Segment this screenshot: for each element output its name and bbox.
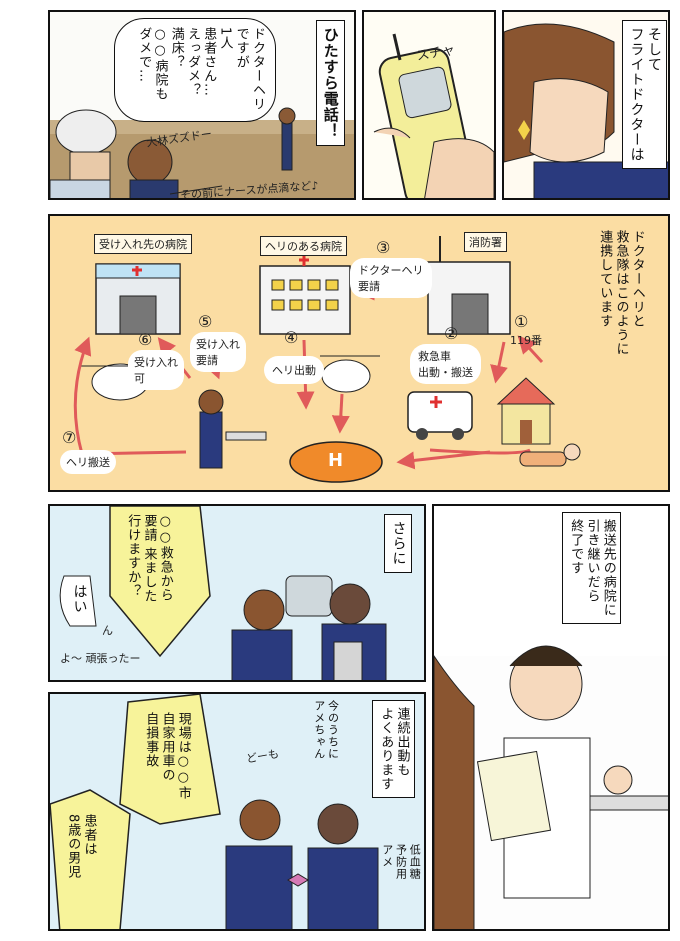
- step-1-number: ①: [514, 312, 529, 331]
- speech-patient: 患者は 8歳の男児: [65, 814, 97, 880]
- panel-phone-calls: ひたすら電話！ ドクターヘリ ですが 1人 患者さん… えっダメ？ 満床？ ○○…: [48, 10, 356, 200]
- step-3-number: ③: [376, 238, 391, 257]
- caption-consecutive: 連続出動も よくあります: [372, 700, 415, 798]
- note-candy: 今のうちに アメちゃん: [312, 700, 340, 760]
- step-2-number: ②: [444, 324, 459, 343]
- phone-illustration: [373, 33, 494, 198]
- note-corner: 低血糖 予防用 アメ: [380, 844, 422, 880]
- step-6-label: 受け入れ 可: [128, 350, 184, 390]
- ground-illustration: [50, 107, 354, 198]
- step-2-label: 救急車 出動・搬送: [410, 344, 481, 384]
- reply-hai: はい: [71, 584, 88, 614]
- step-7-number: ⑦: [62, 428, 77, 447]
- label-destination-hospital: 受け入れ先の病院: [94, 234, 192, 254]
- step-7-label: ヘリ搬送: [60, 450, 116, 474]
- speech-scene: 現場は○○市 自家用車の 自損事故: [143, 712, 191, 800]
- step-6-number: ⑥: [138, 330, 153, 349]
- step-4-number: ④: [284, 328, 299, 347]
- dispatch-illustration: [59, 506, 387, 680]
- speech-dispatch: ○○救急から 要請 来ました 行けますか？: [125, 514, 173, 604]
- doctor-portrait: [504, 23, 668, 198]
- panel-cooperation-diagram: 受け入れ先の病院 ヘリのある病院 消防署 ① 119番 ② 救急車 出動・搬送 …: [48, 214, 670, 492]
- label-heli-hospital: ヘリのある病院: [260, 236, 347, 256]
- panel-flight-doctor: そして フライトドクターは: [502, 10, 670, 200]
- handover-illustration: [434, 645, 668, 929]
- step-3-label: ドクターヘリ 要請: [350, 258, 432, 298]
- caption-cooperation: ドクターヘリと 救急隊はこのように 連携しています: [597, 230, 645, 356]
- note-n: ん: [102, 624, 113, 637]
- caption-flight-doctor: そして フライトドクターは: [622, 20, 667, 169]
- step-4-label: ヘリ出動: [264, 356, 324, 384]
- step-5-number: ⑤: [198, 312, 213, 331]
- panel-consecutive-dispatch: 現場は○○市 自家用車の 自損事故 患者は 8歳の男児 連続出動も よくあります…: [48, 692, 426, 931]
- helipad-symbol: H: [328, 450, 344, 471]
- caption-calls: ひたすら電話！: [316, 20, 345, 146]
- panel-dispatch-request: ○○救急から 要請 来ました 行けますか？ さらに はい ん よ〜 頑張ったー: [48, 504, 426, 682]
- panel-handover: 搬送先の病院に 引き継いだら 終了です: [432, 504, 670, 931]
- speech-phone: ドクターヘリ ですが 1人 患者さん… えっダメ？ 満床？ ○○病院も ダメで…: [114, 18, 276, 122]
- panel-phone-handset: スチャ: [362, 10, 496, 200]
- consecutive-illustration: [50, 694, 379, 929]
- caption-sarani: さらに: [384, 514, 412, 573]
- step-1-label: 119番: [510, 334, 542, 347]
- note-ganbatta: よ〜 頑張ったー: [60, 652, 141, 665]
- caption-handover: 搬送先の病院に 引き継いだら 終了です: [562, 512, 621, 624]
- label-fire-station: 消防署: [464, 232, 507, 252]
- step-5-label: 受け入れ 要請: [190, 332, 246, 372]
